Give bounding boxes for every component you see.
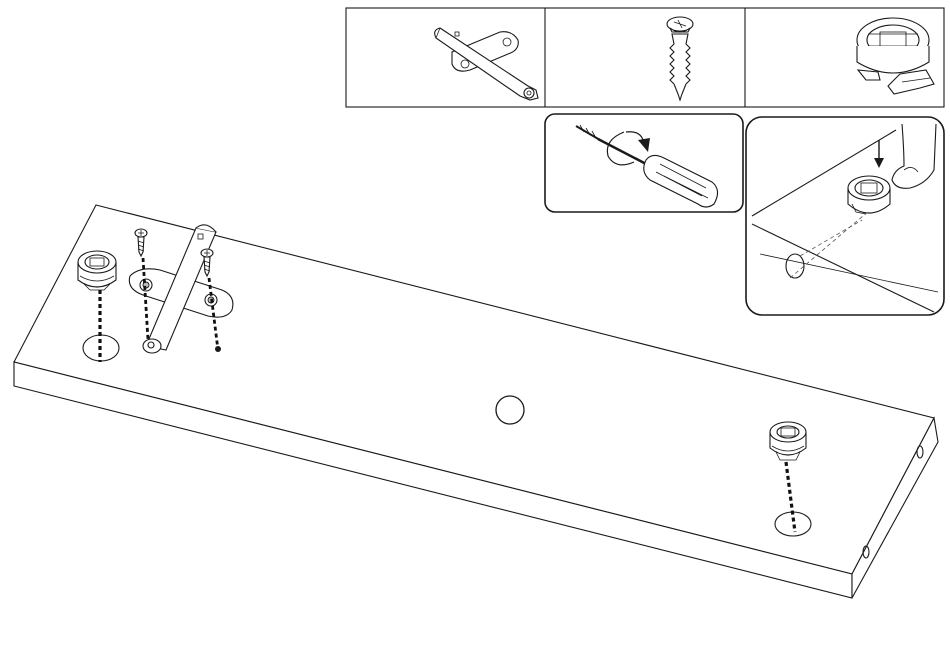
- main-panel: [14, 205, 938, 598]
- parts-panel: [346, 8, 944, 107]
- finger-icon: [892, 124, 936, 188]
- cam-lock-icon: [857, 18, 934, 94]
- detail-press-cam: [746, 117, 944, 315]
- screwdriver-icon: [576, 125, 718, 207]
- screw-icon: [667, 17, 693, 100]
- cam-lock-small-icon: [848, 176, 890, 214]
- press-arrow-icon: [874, 140, 884, 168]
- detail-screwdriver: [545, 114, 743, 212]
- hinge-plate-icon: [435, 28, 538, 100]
